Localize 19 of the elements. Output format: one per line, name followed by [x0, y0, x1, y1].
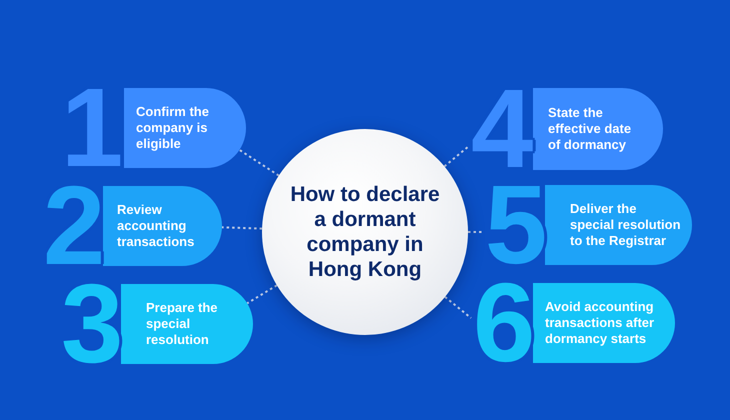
- step-text: Confirm the company is eligible: [136, 104, 210, 152]
- dotted-connector: [222, 226, 262, 230]
- dotted-connector: [238, 149, 280, 176]
- step-number: 5: [485, 180, 545, 270]
- step-number: 4: [470, 83, 533, 175]
- step-number: 1: [61, 83, 124, 173]
- step-number: 6: [472, 278, 533, 368]
- step-text: Prepare the special resolution: [146, 300, 219, 348]
- step-text: Review accounting transactions: [117, 202, 196, 250]
- step-text: State the effective date of dormancy: [548, 105, 632, 153]
- step-number: 2: [42, 181, 103, 271]
- topic-title: How to declare a dormant company in Hong Kong: [289, 182, 441, 282]
- dotted-connector: [468, 231, 483, 233]
- dotted-connector: [246, 284, 278, 304]
- step-number: 3: [61, 279, 121, 369]
- step-text: Avoid accounting transactions after dormancy starts: [545, 299, 656, 347]
- step-text: Deliver the special resolution to the Registrar: [570, 201, 682, 249]
- dotted-connector: [444, 296, 472, 319]
- dotted-connector: [444, 145, 470, 168]
